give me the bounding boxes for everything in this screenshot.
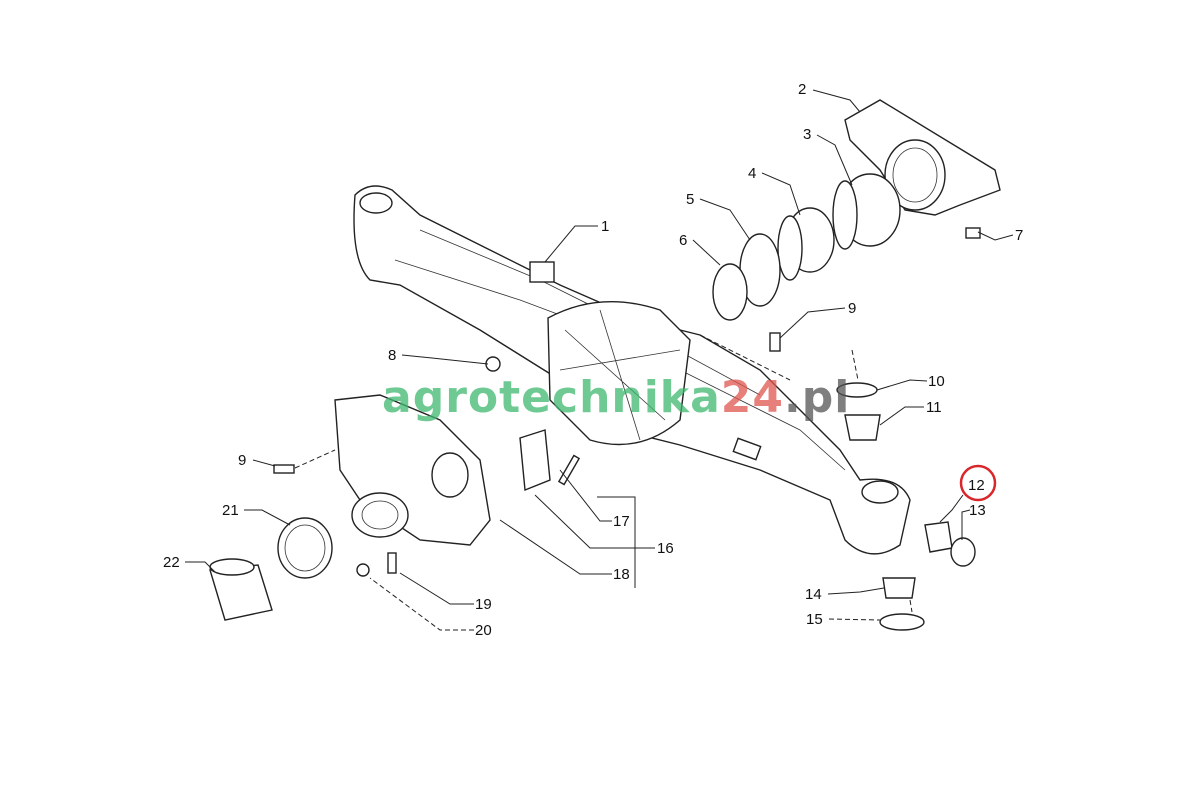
watermark-domain: .pl <box>784 372 851 423</box>
callout-9: 9 <box>848 300 856 317</box>
watermark: agrotechnika24.pl <box>382 372 850 423</box>
callout-21: 21 <box>222 502 239 519</box>
callout-6: 6 <box>679 232 687 249</box>
callout-18: 18 <box>613 566 630 583</box>
axle-housing <box>353 185 911 555</box>
callout-1: 1 <box>601 218 609 235</box>
callout-labels: 1 2 3 4 5 6 7 8 9 9 10 11 12 13 14 15 16… <box>163 81 1023 639</box>
callout-4: 4 <box>748 165 756 182</box>
support-bracket <box>844 99 1001 216</box>
callout-3: 3 <box>803 126 811 143</box>
callout-15: 15 <box>806 611 823 628</box>
watermark-number: 24 <box>720 372 784 423</box>
callout-2: 2 <box>798 81 806 98</box>
callout-20: 20 <box>475 622 492 639</box>
callout-5: 5 <box>686 191 694 208</box>
callout-8: 8 <box>388 347 396 364</box>
rings <box>209 173 981 631</box>
highlight-circle <box>959 464 997 502</box>
callout-10: 10 <box>928 373 945 390</box>
callout-19: 19 <box>475 596 492 613</box>
callout-13: 13 <box>969 502 986 519</box>
callout-7: 7 <box>1015 227 1023 244</box>
callout-12: 12 <box>968 477 985 494</box>
callout-22: 22 <box>163 554 180 571</box>
leader-lines <box>185 89 1014 631</box>
differential-carrier <box>334 394 491 546</box>
watermark-text: agrotechnika <box>382 372 721 423</box>
callout-16: 16 <box>657 540 674 557</box>
callout-9: 9 <box>238 452 246 469</box>
callout-11: 11 <box>926 399 942 416</box>
callout-14: 14 <box>805 586 822 603</box>
callout-17: 17 <box>613 513 630 530</box>
